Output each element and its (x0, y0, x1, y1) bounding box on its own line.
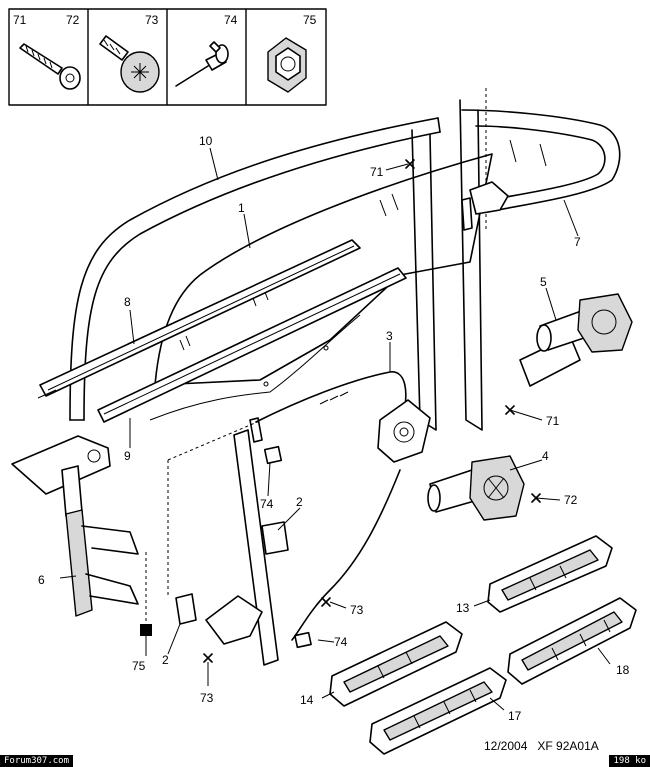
callout-13: 13 (456, 601, 470, 615)
callout-72: 72 (564, 493, 578, 507)
callout-9: 9 (124, 449, 131, 463)
legend-label-74: 74 (224, 13, 238, 27)
callout-8: 8 (124, 295, 131, 309)
callout-73-lower: 73 (200, 691, 214, 705)
guide-rail-pillar (411, 99, 509, 431)
leader-lines (37, 147, 611, 711)
callout-71-right: 71 (546, 414, 560, 428)
callout-1: 1 (238, 201, 245, 215)
switch-panel-part-13 (487, 535, 613, 613)
callout-74-lower: 74 (334, 635, 348, 649)
callout-2-right: 2 (296, 495, 303, 509)
callout-labels: 10 1 8 9 71 7 5 3 71 4 72 74 2 73 74 2 7… (38, 134, 630, 723)
callout-5: 5 (540, 275, 547, 289)
outer-waist-strip-part-8 (39, 239, 361, 397)
torx-bolt-icon (99, 35, 160, 93)
inner-waist-strip-part-9 (97, 267, 407, 423)
fastener-legend: 71 72 73 74 75 (8, 8, 327, 106)
callout-4: 4 (542, 449, 549, 463)
legend-label-75: 75 (303, 13, 317, 27)
switch-panel-part-18 (507, 597, 637, 685)
legend-label-72: 72 (66, 13, 80, 27)
rivet-icon (175, 41, 229, 87)
mirror-bracket-part-6 (11, 435, 152, 636)
file-size-badge: 198 ko (609, 755, 650, 767)
callout-73-right: 73 (350, 603, 364, 617)
drawing-reference: 12/2004 XF 92A01A (484, 739, 599, 753)
wood-screw-icon (19, 43, 81, 90)
site-watermark-badge: Forum307.com (0, 755, 74, 767)
callout-2-left: 2 (162, 653, 169, 667)
callout-71-top: 71 (370, 165, 384, 179)
clip-75-marker (140, 624, 152, 636)
callout-75: 75 (132, 659, 146, 673)
window-motor-part-5 (519, 293, 633, 387)
regulator-rail (167, 417, 312, 666)
callout-3: 3 (386, 329, 393, 343)
door-panel-outline (149, 314, 361, 421)
frame-seal-part-10 (69, 117, 441, 421)
callout-17: 17 (508, 709, 522, 723)
callout-7: 7 (574, 235, 581, 249)
callout-14: 14 (300, 693, 314, 707)
legend-label-73: 73 (145, 13, 159, 27)
regulator-drum (377, 399, 431, 463)
clip-nut-icon (267, 37, 307, 93)
door-glass-part-1 (154, 153, 493, 386)
rear-quarter-glass-part-7 (461, 88, 621, 230)
callout-18: 18 (616, 663, 630, 677)
callout-6: 6 (38, 573, 45, 587)
callout-74-upper: 74 (260, 497, 274, 511)
callout-10: 10 (199, 134, 213, 148)
legend-label-71: 71 (13, 13, 27, 27)
switch-panel-part-17 (369, 667, 507, 755)
regulator-cable-part-3 (255, 371, 407, 641)
regulator-motor-part-4 (427, 455, 525, 521)
